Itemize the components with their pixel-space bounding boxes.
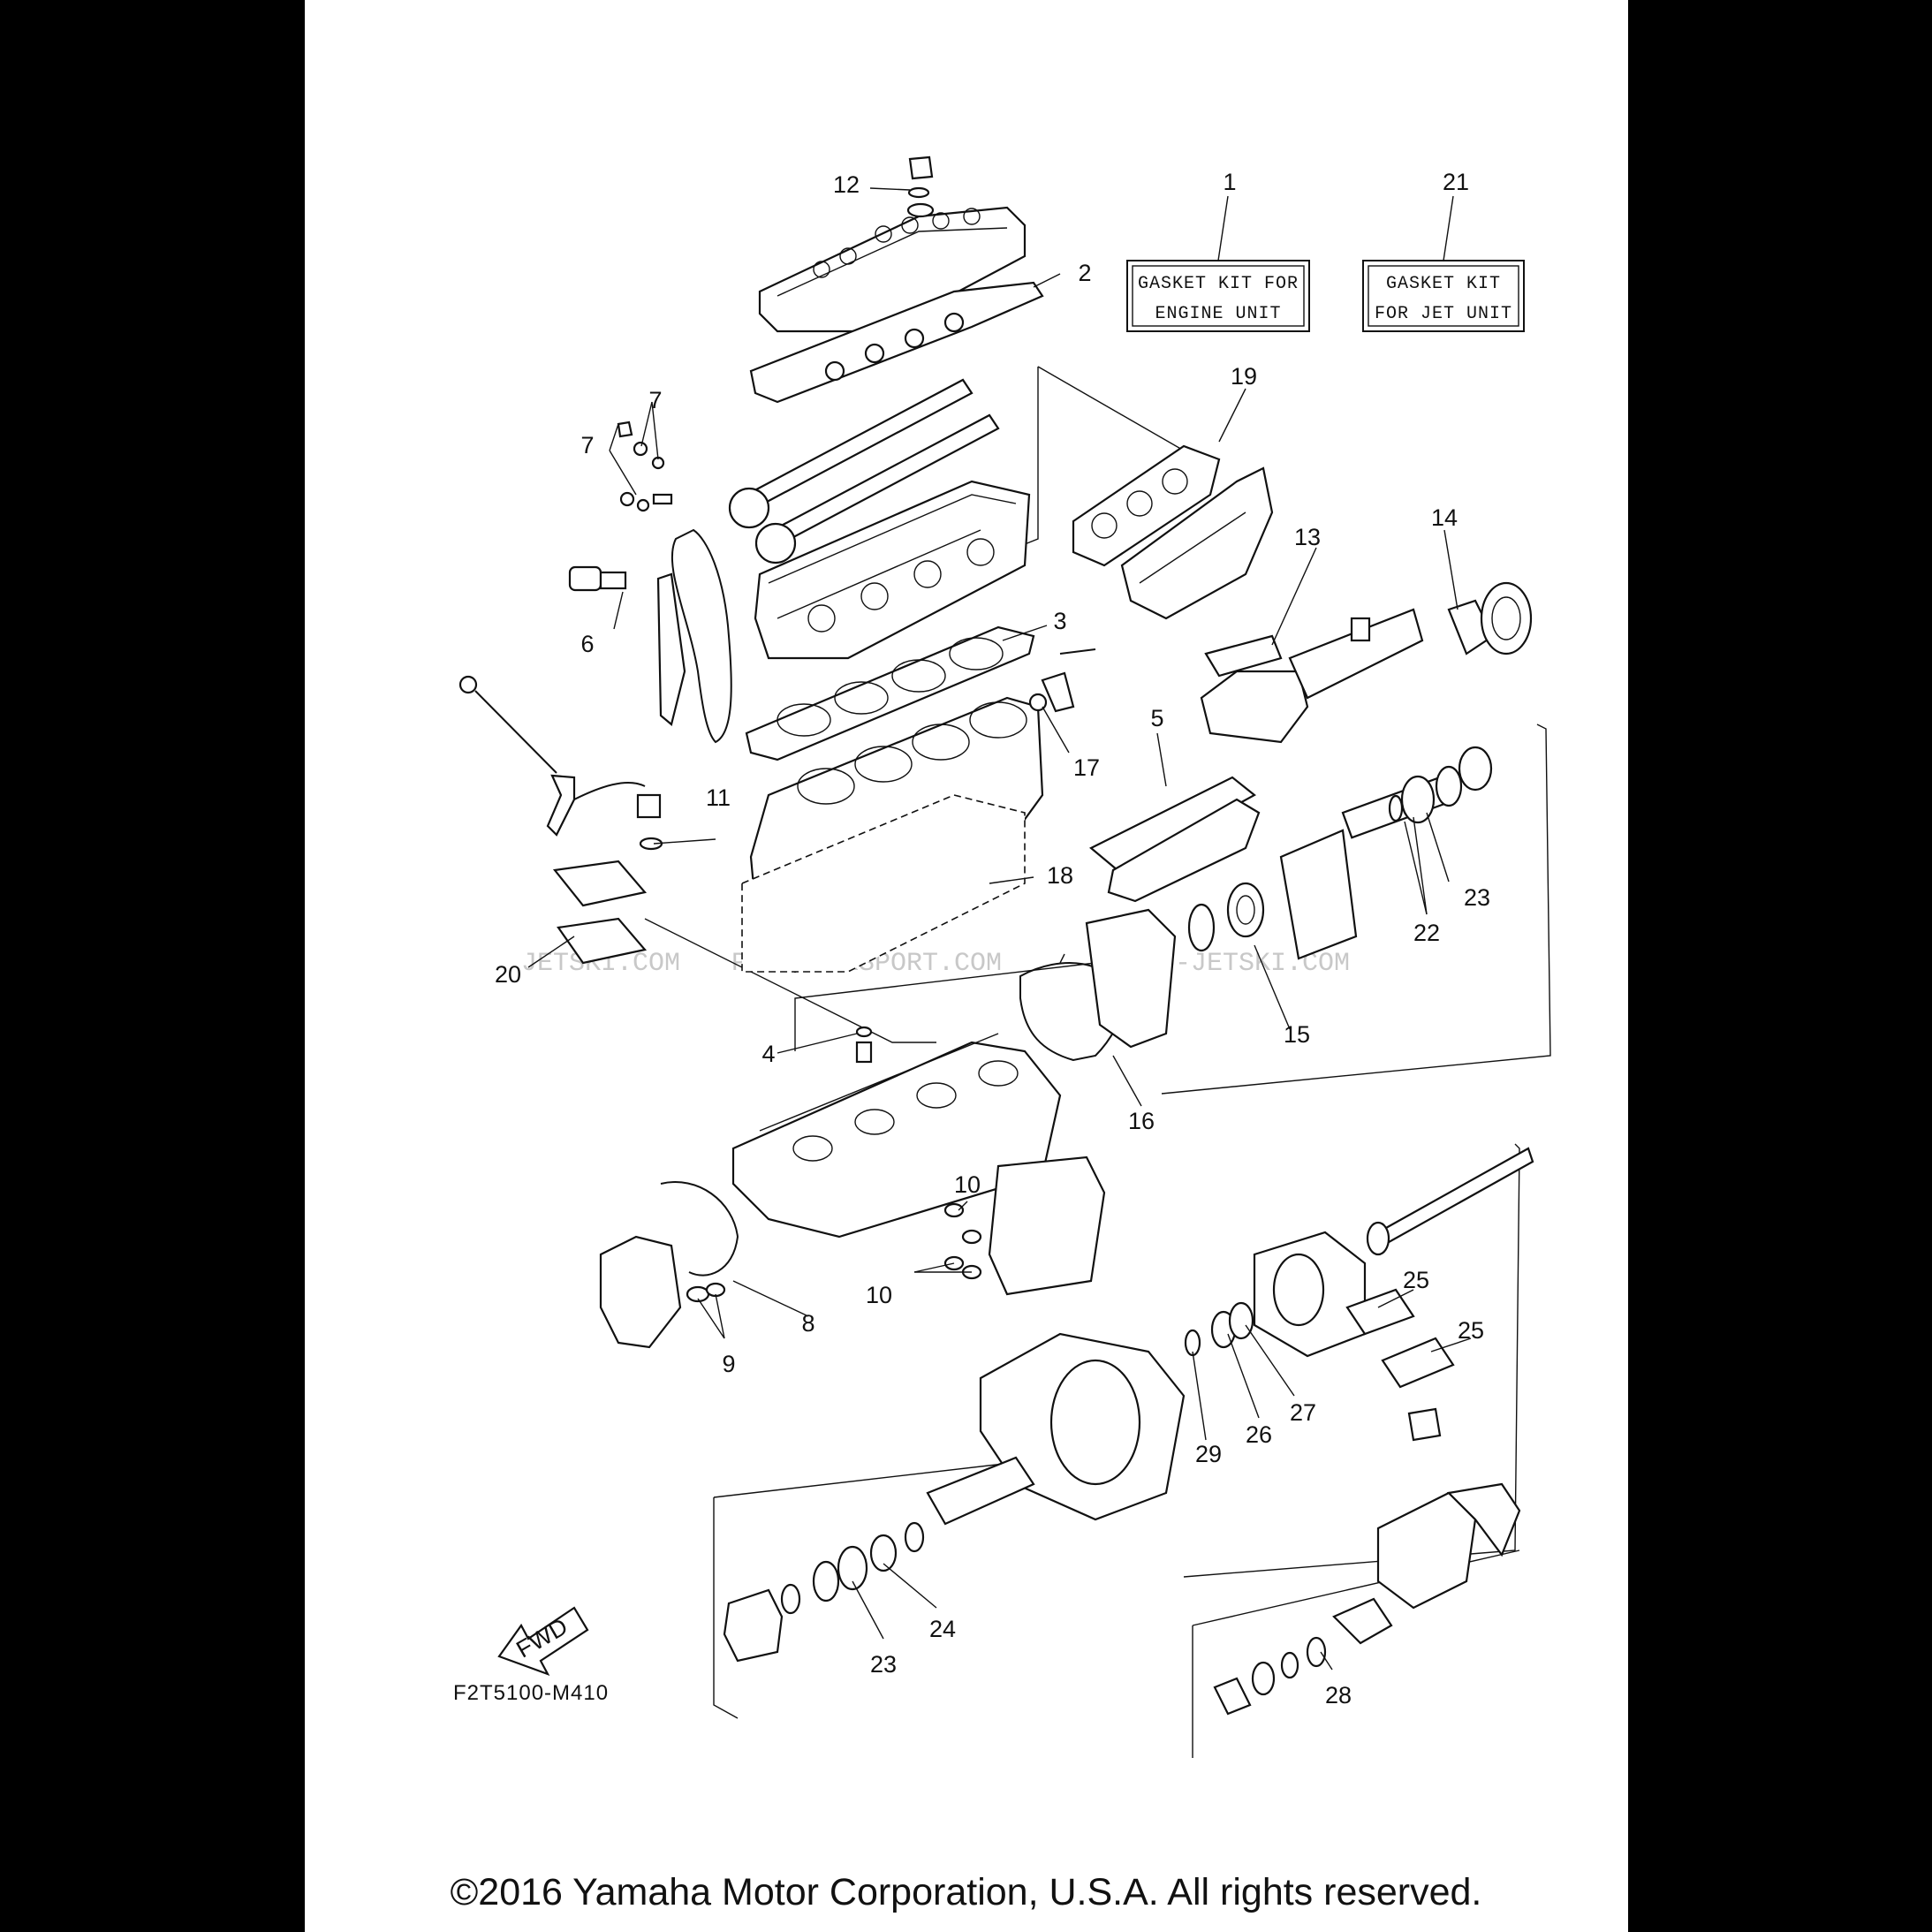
kit-engine-line2: ENGINE UNIT <box>1155 304 1281 324</box>
cover-gasket-5 <box>1089 776 1261 903</box>
jet-pump-housing <box>723 1332 1186 1663</box>
callout-12: 12 <box>833 171 860 198</box>
callout-23b: 23 <box>870 1651 897 1678</box>
callout-28: 28 <box>1325 1682 1352 1708</box>
callout-13: 13 <box>1294 524 1321 550</box>
drive-shaft <box>1366 1147 1534 1256</box>
callout-25b: 25 <box>1458 1317 1484 1344</box>
timing-chain <box>656 528 732 744</box>
callout-17: 17 <box>1073 754 1100 781</box>
callout-20: 20 <box>495 961 521 988</box>
callout-8: 8 <box>801 1310 814 1337</box>
cylinder-head-gasket <box>745 625 1035 761</box>
callout-21: 21 <box>1443 169 1469 195</box>
drive-coupling <box>1187 746 1493 960</box>
callout-15: 15 <box>1284 1021 1310 1048</box>
callout-19: 19 <box>1231 363 1257 390</box>
cooling-module <box>943 1155 1106 1296</box>
drawing-code: F2T5100-M410 <box>453 1681 610 1705</box>
dowel-pin <box>855 1026 873 1064</box>
callout-numbers: 1 2 3 4 5 6 7 7 8 9 10 10 11 12 13 14 15… <box>495 169 1490 1708</box>
callout-10a: 10 <box>954 1171 981 1198</box>
callout-1: 1 <box>1223 169 1236 195</box>
gasket-kit-jet-box: GASKET KIT FOR JET UNIT <box>1362 260 1525 332</box>
callout-25a: 25 <box>1403 1267 1429 1293</box>
kit-engine-line1: GASKET KIT FOR <box>1138 274 1299 294</box>
callout-6: 6 <box>580 631 594 657</box>
callout-29: 29 <box>1195 1441 1222 1467</box>
copyright-notice: ©2016 Yamaha Motor Corporation, U.S.A. A… <box>450 1871 1482 1913</box>
watermark: JETSKI.COM PROMOTORSPORT.COM PROMO-JETSK… <box>521 949 1350 979</box>
callout-18: 18 <box>1047 862 1073 889</box>
callout-14: 14 <box>1431 504 1458 531</box>
callout-7b: 7 <box>580 432 594 458</box>
callout-2: 2 <box>1078 260 1091 286</box>
callout-10b: 10 <box>866 1282 892 1308</box>
callout-7a: 7 <box>648 387 662 413</box>
callout-27: 27 <box>1290 1399 1316 1426</box>
kit-jet-line2: FOR JET UNIT <box>1375 304 1512 324</box>
oil-pump <box>599 1181 739 1349</box>
callout-24: 24 <box>929 1616 956 1642</box>
oil-filler-cap <box>906 155 935 218</box>
intermediate-housing <box>1184 1231 1455 1442</box>
callout-3: 3 <box>1053 608 1066 634</box>
callout-9: 9 <box>722 1351 735 1377</box>
cylinder-block <box>741 696 1044 974</box>
generator-cover <box>1085 908 1177 1049</box>
callout-22: 22 <box>1413 920 1440 946</box>
camshafts <box>728 378 1000 564</box>
exhaust-manifold <box>1072 444 1274 620</box>
valve-cover <box>758 206 1027 333</box>
valve-cover-gasket <box>749 281 1044 404</box>
kit-jet-line1: GASKET KIT <box>1386 274 1501 294</box>
cylinder-head <box>754 480 1031 660</box>
callout-23a: 23 <box>1464 884 1490 911</box>
chain-tensioner <box>568 420 673 592</box>
jet-nozzle <box>1213 1482 1521 1716</box>
thermostat-housing <box>1028 648 1096 713</box>
leader-lines <box>527 187 1472 1671</box>
callout-11: 11 <box>706 784 731 811</box>
fwd-arrow-icon: FWD <box>497 1606 589 1677</box>
callout-16: 16 <box>1128 1108 1155 1134</box>
oil-strainer-cover <box>552 860 648 965</box>
callout-26: 26 <box>1246 1421 1272 1448</box>
exhaust-pipe <box>1200 581 1533 744</box>
callout-5: 5 <box>1150 705 1163 731</box>
gasket-kit-engine-box: GASKET KIT FOR ENGINE UNIT <box>1126 260 1310 332</box>
callout-4: 4 <box>761 1041 775 1067</box>
oil-dipstick <box>458 675 663 851</box>
